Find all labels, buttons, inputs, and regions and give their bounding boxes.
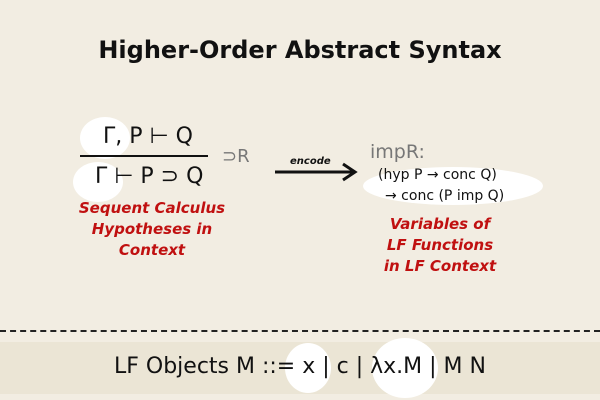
right-caption: Variables of LF Functions in LF Context	[383, 215, 497, 275]
highlight-blob	[363, 167, 543, 205]
left-caption: Sequent Calculus Hypotheses in Context	[78, 199, 226, 259]
arrow-label: encode	[290, 156, 331, 167]
highlight-blob	[372, 338, 438, 398]
highlight-blob	[73, 162, 123, 202]
highlight-blob	[285, 343, 331, 393]
highlight-blob	[80, 117, 130, 159]
rule-name: ⊃R	[222, 146, 250, 167]
type-line-2: → conc (P imp Q)	[385, 188, 505, 204]
constant-name: impR:	[370, 141, 425, 163]
inference-line	[80, 155, 208, 157]
dashed-divider	[0, 330, 600, 332]
type-line-1: (hyp P → conc Q)	[378, 167, 497, 183]
slide-title: Higher-Order Abstract Syntax	[98, 36, 502, 64]
lf-objects-grammar: LF Objects M ::= x | c | λx.M | M N	[114, 354, 486, 379]
premise: Γ, P ⊢ Q	[103, 124, 193, 149]
arrow-icon	[275, 162, 358, 182]
conclusion: Γ ⊢ P ⊃ Q	[95, 164, 204, 189]
